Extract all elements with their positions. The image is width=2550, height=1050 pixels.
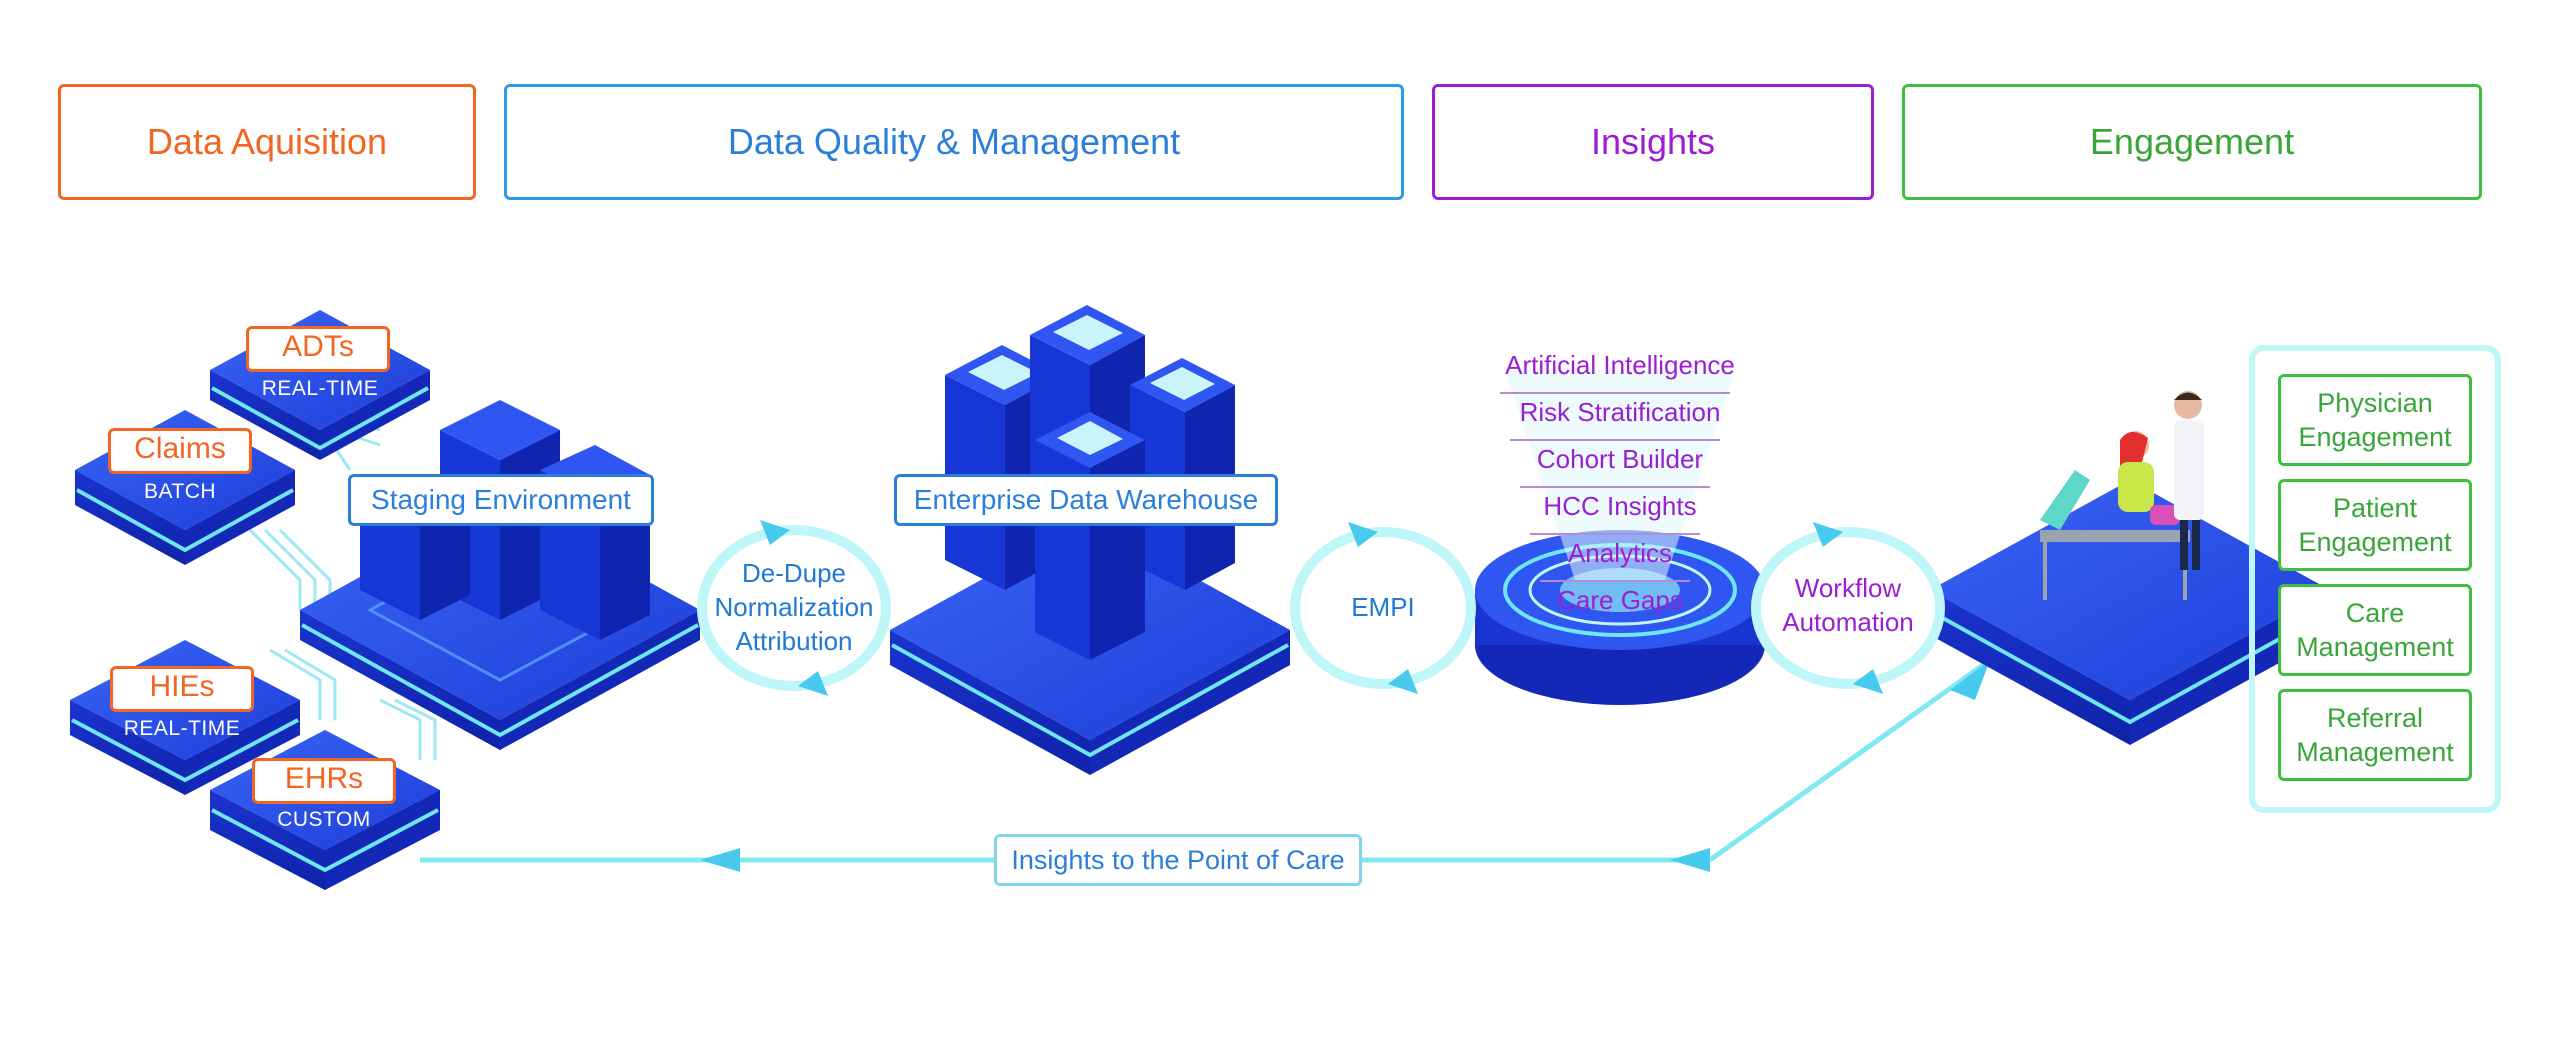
edw-text: Enterprise Data Warehouse [913, 484, 1259, 515]
ring-dedupe-line-2: Normalization [714, 592, 874, 622]
ring2-arrow-bottom [1388, 669, 1418, 694]
engagement-physician-line-1: Physician [2317, 388, 2433, 418]
ring-empi [1290, 522, 1476, 694]
ring-empi-line-1: EMPI [1351, 592, 1415, 622]
header-data-acquisition-label: Data Aquisition [146, 121, 388, 162]
engagement-panel-frame [2249, 345, 2501, 813]
feedback-diagonal [1708, 657, 1992, 863]
staging-environment-text: Staging Environment [371, 484, 631, 515]
tag-adts-label: ADTs [282, 330, 354, 363]
ring-dedupe-line-1: De-Dupe [741, 558, 847, 588]
feedback-arrow-mid [1670, 848, 1710, 872]
tag-claims: Claims [108, 428, 252, 474]
ring-dedupe-line-3: Attribution [735, 626, 853, 656]
tag-hies-label: HIEs [149, 670, 215, 703]
insight-care-gaps: Care Gaps [1557, 585, 1683, 615]
ring3-arrow-top [1813, 522, 1843, 547]
tag-ehrs: EHRs [252, 758, 396, 804]
ring-workflow-line-2: Automation [1782, 607, 1914, 637]
ring2-arrow-top [1348, 522, 1378, 547]
engagement-patient-line-2: Engagement [2298, 527, 2452, 557]
header-insights: Insights [1432, 84, 1874, 200]
engagement-referral-line-2: Management [2296, 737, 2454, 767]
insight-risk-stratification: Risk Stratification [1519, 397, 1721, 427]
ring1-arrow-bottom [798, 671, 828, 696]
ring3-arrow-bottom [1853, 669, 1883, 694]
engagement-care-line-2: Management [2296, 632, 2454, 662]
header-engagement-label: Engagement [2089, 121, 2295, 162]
header-insights-label: Insights [1590, 121, 1716, 162]
feedback-arrow-top [1950, 660, 1990, 700]
engagement-care-management: Care Management [2278, 584, 2472, 676]
engagement-referral-line-1: Referral [2326, 703, 2423, 733]
engagement-care-line-1: Care [2345, 598, 2405, 628]
feedback-label-text: Insights to the Point of Care [1011, 844, 1345, 875]
tag-claims-label: Claims [134, 432, 226, 465]
insight-cohort-builder: Cohort Builder [1536, 444, 1704, 474]
header-data-quality: Data Quality & Management [504, 84, 1404, 200]
tag-adts-sub: REAL-TIME [261, 377, 379, 400]
feedback-arrow-left [700, 848, 740, 872]
tag-hies: HIEs [110, 666, 254, 712]
ring-dedupe [697, 520, 891, 696]
platform-staging [300, 400, 700, 750]
engagement-referral-management: Referral Management [2278, 689, 2472, 781]
engagement-physician-line-2: Engagement [2298, 422, 2452, 452]
insights-cylinder [1475, 370, 1765, 705]
ring-workflow-line-1: Workflow [1794, 573, 1902, 603]
tag-adts: ADTs [246, 326, 390, 372]
header-data-acquisition: Data Aquisition [58, 84, 476, 200]
ring-workflow-text: Workflow Automation [1763, 571, 1933, 639]
insight-analytics: Analytics [1567, 538, 1673, 568]
tag-ehrs-sub: CUSTOM [277, 808, 371, 831]
tag-hies-sub: REAL-TIME [123, 717, 241, 740]
doctor-patient-illustration [2040, 391, 2204, 600]
ring-workflow [1751, 522, 1945, 694]
tag-ehrs-label: EHRs [284, 762, 364, 795]
engagement-patient: Patient Engagement [2278, 479, 2472, 571]
engagement-physician: Physician Engagement [2278, 374, 2472, 466]
staging-environment-label: Staging Environment [348, 474, 654, 526]
engagement-patient-line-1: Patient [2332, 493, 2418, 523]
ring-dedupe-text: De-Dupe Normalization Attribution [704, 556, 884, 658]
edw-label: Enterprise Data Warehouse [894, 474, 1278, 526]
ring1-arrow-top [760, 520, 790, 545]
ring-empi-text: EMPI [1303, 590, 1463, 624]
platform-engagement [1930, 391, 2330, 745]
insights-stack-separators [1500, 392, 1730, 582]
feedback-label: Insights to the Point of Care [994, 834, 1362, 886]
header-data-quality-label: Data Quality & Management [727, 121, 1181, 162]
platform-edw [890, 305, 1290, 775]
insight-hcc-insights: HCC Insights [1543, 491, 1697, 521]
header-engagement: Engagement [1902, 84, 2482, 200]
tag-claims-sub: BATCH [143, 480, 217, 503]
insight-artificial-intelligence: Artificial Intelligence [1505, 350, 1735, 380]
